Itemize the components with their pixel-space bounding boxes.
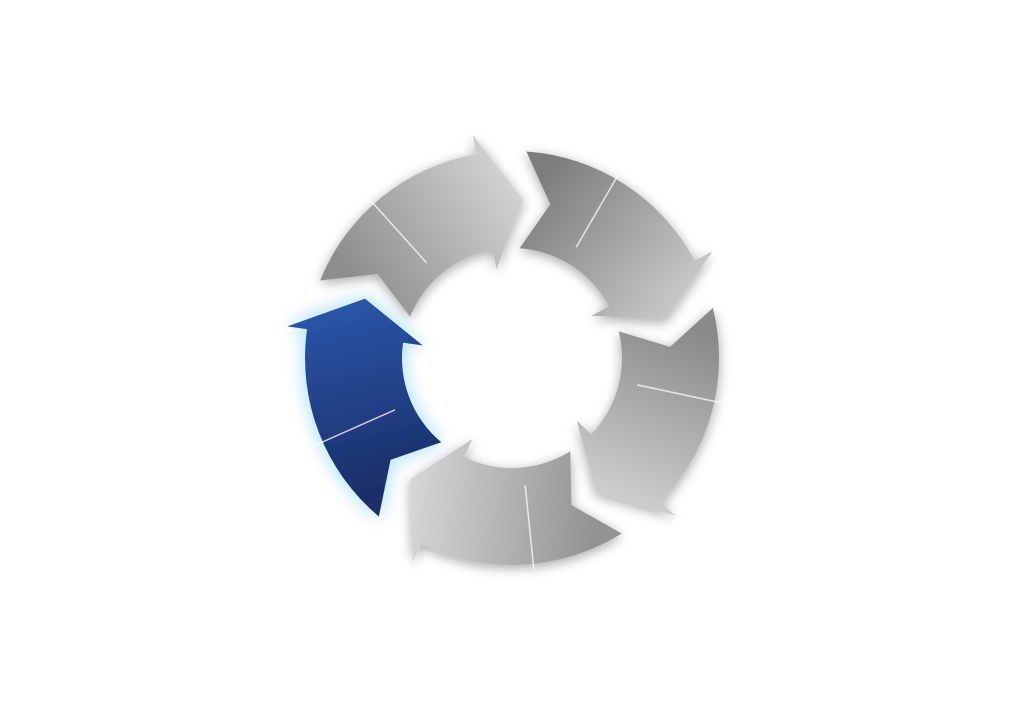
cycle-segment-5 <box>410 438 622 570</box>
arrow-segment <box>320 134 524 317</box>
highlighted-arrow-segment <box>287 298 442 517</box>
cycle-segment-3 <box>519 151 713 320</box>
cycle-segments <box>287 134 721 570</box>
arrow-segment <box>519 151 713 320</box>
cycle-segment-4 <box>576 307 721 516</box>
cycle-segment-1 <box>287 298 442 517</box>
segment-divider-line <box>524 485 535 570</box>
segment-divider-line <box>575 173 620 248</box>
arrow-segment <box>576 307 720 516</box>
segment-divider-line <box>636 384 721 404</box>
cycle-segment-2 <box>320 134 524 317</box>
arrow-segment <box>410 438 622 565</box>
segment-divider-line <box>316 409 396 445</box>
segment-divider-line <box>369 198 428 264</box>
